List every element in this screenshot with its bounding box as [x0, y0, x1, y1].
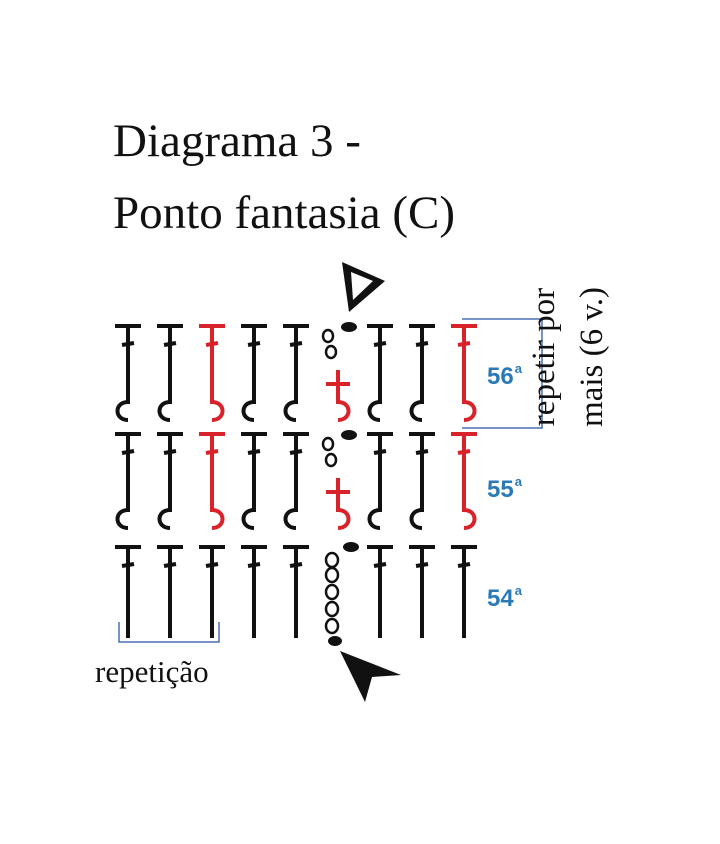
post-double-crochet-symbol — [241, 432, 267, 530]
row-ordinal: a — [514, 474, 522, 489]
post-double-crochet-symbol — [283, 432, 309, 530]
post-double-crochet-symbol — [157, 324, 183, 422]
post-double-crochet-symbol — [199, 432, 225, 530]
post-double-crochet-symbol — [409, 324, 435, 422]
slip-stitch-dot — [341, 322, 357, 332]
double-crochet-symbol — [241, 545, 267, 638]
row-repeat-bracket — [462, 318, 543, 429]
slip-stitch-dot — [343, 542, 359, 552]
double-crochet-symbol — [367, 545, 393, 638]
row-label-54: 54a — [487, 584, 522, 611]
slip-stitch-dot — [341, 430, 357, 440]
chain-stitch-oval — [324, 344, 338, 360]
chain-stitch-oval — [321, 436, 335, 452]
double-crochet-symbol — [283, 545, 309, 638]
repeat-note: repetir por mais (6 v.) — [520, 262, 670, 452]
center-post-stitch-symbol — [326, 478, 351, 530]
diagram-title-line1: Diagrama 3 - — [113, 115, 361, 167]
chain-stitch-oval — [324, 551, 340, 569]
start-arrow-icon — [342, 262, 385, 312]
stitch-repeat-bracket — [118, 622, 220, 643]
center-chain-column — [321, 322, 359, 646]
chain-stitch-oval — [324, 452, 338, 468]
post-double-crochet-symbol — [283, 324, 309, 422]
post-double-crochet-symbol — [451, 432, 477, 530]
post-double-crochet-symbol — [367, 432, 393, 530]
double-crochet-symbol — [115, 545, 141, 638]
chain-stitch-oval — [324, 617, 340, 635]
row-label-56: 56a — [487, 362, 522, 389]
double-crochet-symbol — [199, 545, 225, 638]
repeat-note-line1: repetir por — [526, 287, 562, 427]
center-post-stitch-symbol — [326, 370, 351, 422]
chain-stitch-oval — [324, 600, 340, 618]
repeat-note-line2: mais (6 v.) — [574, 287, 610, 427]
post-double-crochet-symbol — [241, 324, 267, 422]
row-ordinal: a — [514, 583, 522, 598]
repeat-label: repetição — [95, 654, 209, 689]
diagram-title-line2: Ponto fantasia (C) — [113, 187, 455, 239]
double-crochet-symbol — [157, 545, 183, 638]
double-crochet-symbol — [451, 545, 477, 638]
post-double-crochet-symbol — [199, 324, 225, 422]
row-number: 55 — [487, 476, 514, 503]
post-double-crochet-symbol — [115, 324, 141, 422]
stitch-grid — [115, 324, 477, 638]
post-double-crochet-symbol — [157, 432, 183, 530]
row-ordinal: a — [514, 361, 522, 376]
row-number: 54 — [487, 585, 514, 612]
chain-stitch-oval — [324, 583, 340, 601]
chain-stitch-oval — [324, 566, 340, 584]
post-double-crochet-symbol — [451, 324, 477, 422]
slip-stitch-dot — [328, 636, 342, 646]
chain-stitch-oval — [321, 328, 335, 344]
row-label-55: 55a — [487, 475, 522, 502]
post-double-crochet-symbol — [409, 432, 435, 530]
post-double-crochet-symbol — [115, 432, 141, 530]
end-arrow-icon — [340, 651, 401, 702]
post-double-crochet-symbol — [367, 324, 393, 422]
double-crochet-symbol — [409, 545, 435, 638]
row-number: 56 — [487, 363, 514, 390]
